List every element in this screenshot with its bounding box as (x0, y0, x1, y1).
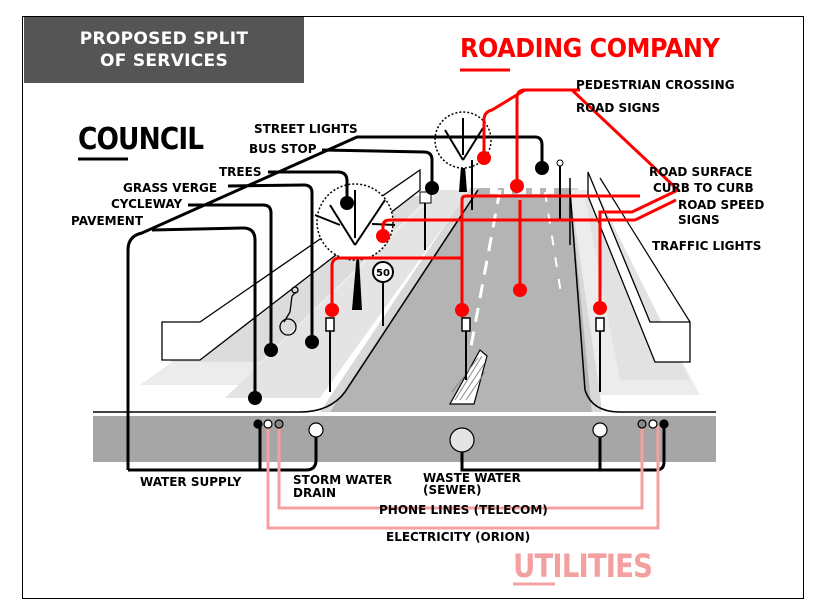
pedestrian-crossing-stripes (490, 188, 554, 194)
label-grass-verge: GRASS VERGE (123, 181, 218, 195)
label-road-speed: ROAD SPEED (678, 198, 765, 212)
label-storm-water: STORM WATER (293, 473, 393, 487)
label-road-surface: ROAD SURFACE (649, 165, 753, 179)
label-electricity: ELECTRICITY (ORION) (386, 530, 531, 544)
label-water-supply: WATER SUPPLY (140, 475, 242, 489)
council-lines (126, 135, 666, 472)
label-street-lights: STREET LIGHTS (254, 122, 358, 136)
label-drain: DRAIN (293, 486, 336, 500)
council-heading: COUNCIL (78, 122, 204, 157)
label-traffic-lights: TRAFFIC LIGHTS (652, 239, 762, 253)
utilities-lines (266, 426, 660, 530)
label-cycleway: CYCLEWAY (111, 197, 183, 211)
label-curb-to-curb: CURB TO CURB (653, 181, 754, 195)
trench-pipes (253, 419, 669, 453)
left-corner-curb (93, 189, 479, 413)
title-line-2: OF SERVICES (99, 51, 229, 71)
centre-line (468, 189, 502, 353)
council-markers (248, 161, 549, 405)
label-signs: SIGNS (678, 213, 720, 227)
right-corner-curb (569, 189, 716, 413)
roading-markers (325, 151, 607, 317)
label-road-signs: ROAD SIGNS (576, 101, 661, 115)
speed-sign (372, 261, 394, 283)
road-curb-left (320, 188, 478, 412)
lane-line (544, 191, 563, 301)
title-box: PROPOSED SPLIT OF SERVICES (24, 17, 304, 83)
tree-large (314, 183, 396, 310)
cyclist-figure (279, 286, 299, 336)
utility-trench (93, 416, 716, 462)
roading-lines (330, 88, 681, 310)
label-sewer: (SEWER) (423, 483, 482, 497)
left-cycleway (225, 190, 470, 398)
label-waste-water: WASTE WATER (423, 471, 521, 485)
utilities-heading: UTILITIES (513, 547, 653, 585)
label-bus-stop: BUS STOP (249, 142, 317, 156)
roading-company-heading: ROADING COMPANY (460, 34, 720, 64)
label-pavement: PAVEMENT (71, 214, 144, 228)
speed-sign-value: 50 (376, 268, 390, 279)
title-line-1: PROPOSED SPLIT (79, 29, 249, 49)
label-phone-lines: PHONE LINES (TELECOM) (379, 503, 548, 517)
label-pedestrian-crossing: PEDESTRIAN CROSSING (576, 78, 735, 92)
label-trees: TREES (219, 165, 262, 179)
